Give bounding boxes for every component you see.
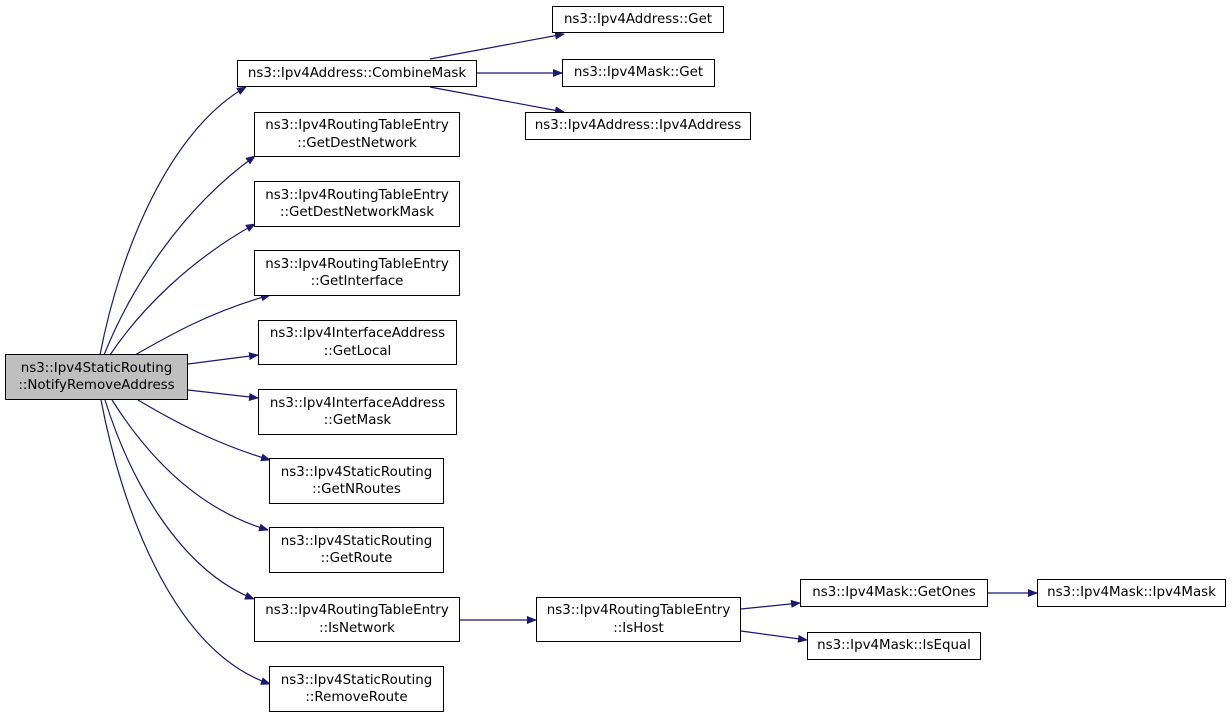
- node-label: ns3::Ipv4Mask::IsEqual: [817, 638, 971, 654]
- node-label: ns3::Ipv4Address::CombineMask: [247, 65, 467, 81]
- node-label-line1: ns3::Ipv4StaticRouting: [280, 464, 433, 480]
- edge-root-to-get-local: [187, 352, 259, 365]
- node-ipv4staticrouting-removeroute[interactable]: ns3::Ipv4StaticRouting ::RemoveRoute: [269, 666, 444, 712]
- node-ipv4staticrouting-getroute[interactable]: ns3::Ipv4StaticRouting ::GetRoute: [269, 527, 444, 573]
- node-label-line2: ::NotifyRemoveAddress: [18, 378, 175, 393]
- node-ipv4address-ipv4address[interactable]: ns3::Ipv4Address::Ipv4Address: [525, 112, 751, 140]
- node-label-line1: ns3::Ipv4RoutingTableEntry: [265, 603, 449, 618]
- node-ipv4routingtableentry-getdestnetworkmask[interactable]: ns3::Ipv4RoutingTableEntry ::GetDestNetw…: [254, 181, 460, 227]
- node-ipv4mask-isequal[interactable]: ns3::Ipv4Mask::IsEqual: [807, 632, 981, 660]
- edge-root-to-is-network: [104, 399, 255, 600]
- node-ipv4mask-getones[interactable]: ns3::Ipv4Mask::GetOnes: [800, 579, 988, 607]
- node-label-line2: ::GetDestNetworkMask: [279, 205, 435, 220]
- node-ipv4routingtableentry-isnetwork[interactable]: ns3::Ipv4RoutingTableEntry ::IsNetwork: [254, 597, 460, 642]
- node-label: ns3::Ipv4Mask::Get: [573, 65, 704, 81]
- node-label-line1: ns3::Ipv4StaticRouting: [280, 533, 433, 549]
- edge-root-to-get-interface: [134, 293, 271, 356]
- edge-root-to-remove-route: [100, 399, 271, 685]
- node-label-line1: ns3::Ipv4InterfaceAddress: [269, 326, 446, 341]
- node-ipv4address-combinemask[interactable]: ns3::Ipv4Address::CombineMask: [237, 60, 477, 87]
- edge-is-host-to-get-ones: [740, 599, 801, 610]
- node-label-line2: ::GetNRoutes: [312, 482, 401, 497]
- edge-root-to-get-route: [111, 399, 269, 532]
- node-label-line2: ::GetRoute: [320, 551, 393, 566]
- node-label-line2: ::GetLocal: [323, 343, 392, 359]
- node-label: ns3::Ipv4Mask::GetOnes: [812, 585, 976, 601]
- edge-root-to-combine-mask: [99, 86, 247, 356]
- node-label-line2: ::GetInterface: [310, 274, 404, 289]
- node-ipv4interfaceaddress-getlocal[interactable]: ns3::Ipv4InterfaceAddress ::GetLocal: [258, 320, 457, 365]
- node-ipv4interfaceaddress-getmask[interactable]: ns3::Ipv4InterfaceAddress ::GetMask: [258, 389, 457, 435]
- node-label-line2: ::RemoveRoute: [305, 690, 408, 705]
- node-label-line1: ns3::Ipv4RoutingTableEntry: [546, 603, 731, 618]
- edge-root-to-get-dest-network-mask: [109, 223, 256, 356]
- node-label: ns3::Ipv4Mask::Ipv4Mask: [1047, 585, 1216, 601]
- node-label-line1: ns3::Ipv4InterfaceAddress: [269, 395, 446, 411]
- node-ipv4routingtableentry-ishost[interactable]: ns3::Ipv4RoutingTableEntry ::IsHost: [536, 597, 741, 642]
- node-label: ns3::Ipv4Address::Get: [563, 11, 713, 27]
- node-label-line1: ns3::Ipv4RoutingTableEntry: [265, 256, 449, 272]
- edge-root-to-get-n-routes: [137, 399, 271, 462]
- node-ipv4routingtableentry-getdestnetwork[interactable]: ns3::Ipv4RoutingTableEntry ::GetDestNetw…: [254, 112, 460, 157]
- node-label-line1: ns3::Ipv4StaticRouting: [280, 672, 433, 688]
- edge-combine-mask-to-ipv4address-ctor: [429, 86, 565, 115]
- node-ipv4staticrouting-notifyremoveaddress: ns3::Ipv4StaticRouting ::NotifyRemoveAdd…: [5, 354, 188, 400]
- node-label-line1: ns3::Ipv4RoutingTableEntry: [265, 187, 449, 203]
- node-ipv4mask-ipv4mask[interactable]: ns3::Ipv4Mask::Ipv4Mask: [1037, 579, 1226, 607]
- node-ipv4staticrouting-getnroutes[interactable]: ns3::Ipv4StaticRouting ::GetNRoutes: [269, 458, 444, 504]
- node-ipv4routingtableentry-getinterface[interactable]: ns3::Ipv4RoutingTableEntry ::GetInterfac…: [254, 250, 460, 296]
- node-label-line2: ::IsNetwork: [319, 620, 395, 636]
- edge-root-to-get-mask: [187, 389, 259, 401]
- node-label-line2: ::GetDestNetwork: [297, 135, 417, 151]
- edge-combine-mask-to-ipv4address-get: [429, 31, 565, 60]
- edge-root-to-get-dest-network: [103, 155, 256, 356]
- node-label-line2: ::IsHost: [613, 620, 664, 636]
- node-label: ns3::Ipv4Address::Ipv4Address: [534, 118, 742, 134]
- node-label-line2: ::GetMask: [323, 413, 392, 428]
- node-label-line1: ns3::Ipv4RoutingTableEntry: [265, 118, 449, 133]
- node-ipv4mask-get[interactable]: ns3::Ipv4Mask::Get: [562, 59, 715, 87]
- node-label-line1: ns3::Ipv4StaticRouting: [20, 360, 173, 376]
- edge-is-host-to-is-equal: [740, 630, 808, 643]
- node-ipv4address-get[interactable]: ns3::Ipv4Address::Get: [552, 6, 724, 33]
